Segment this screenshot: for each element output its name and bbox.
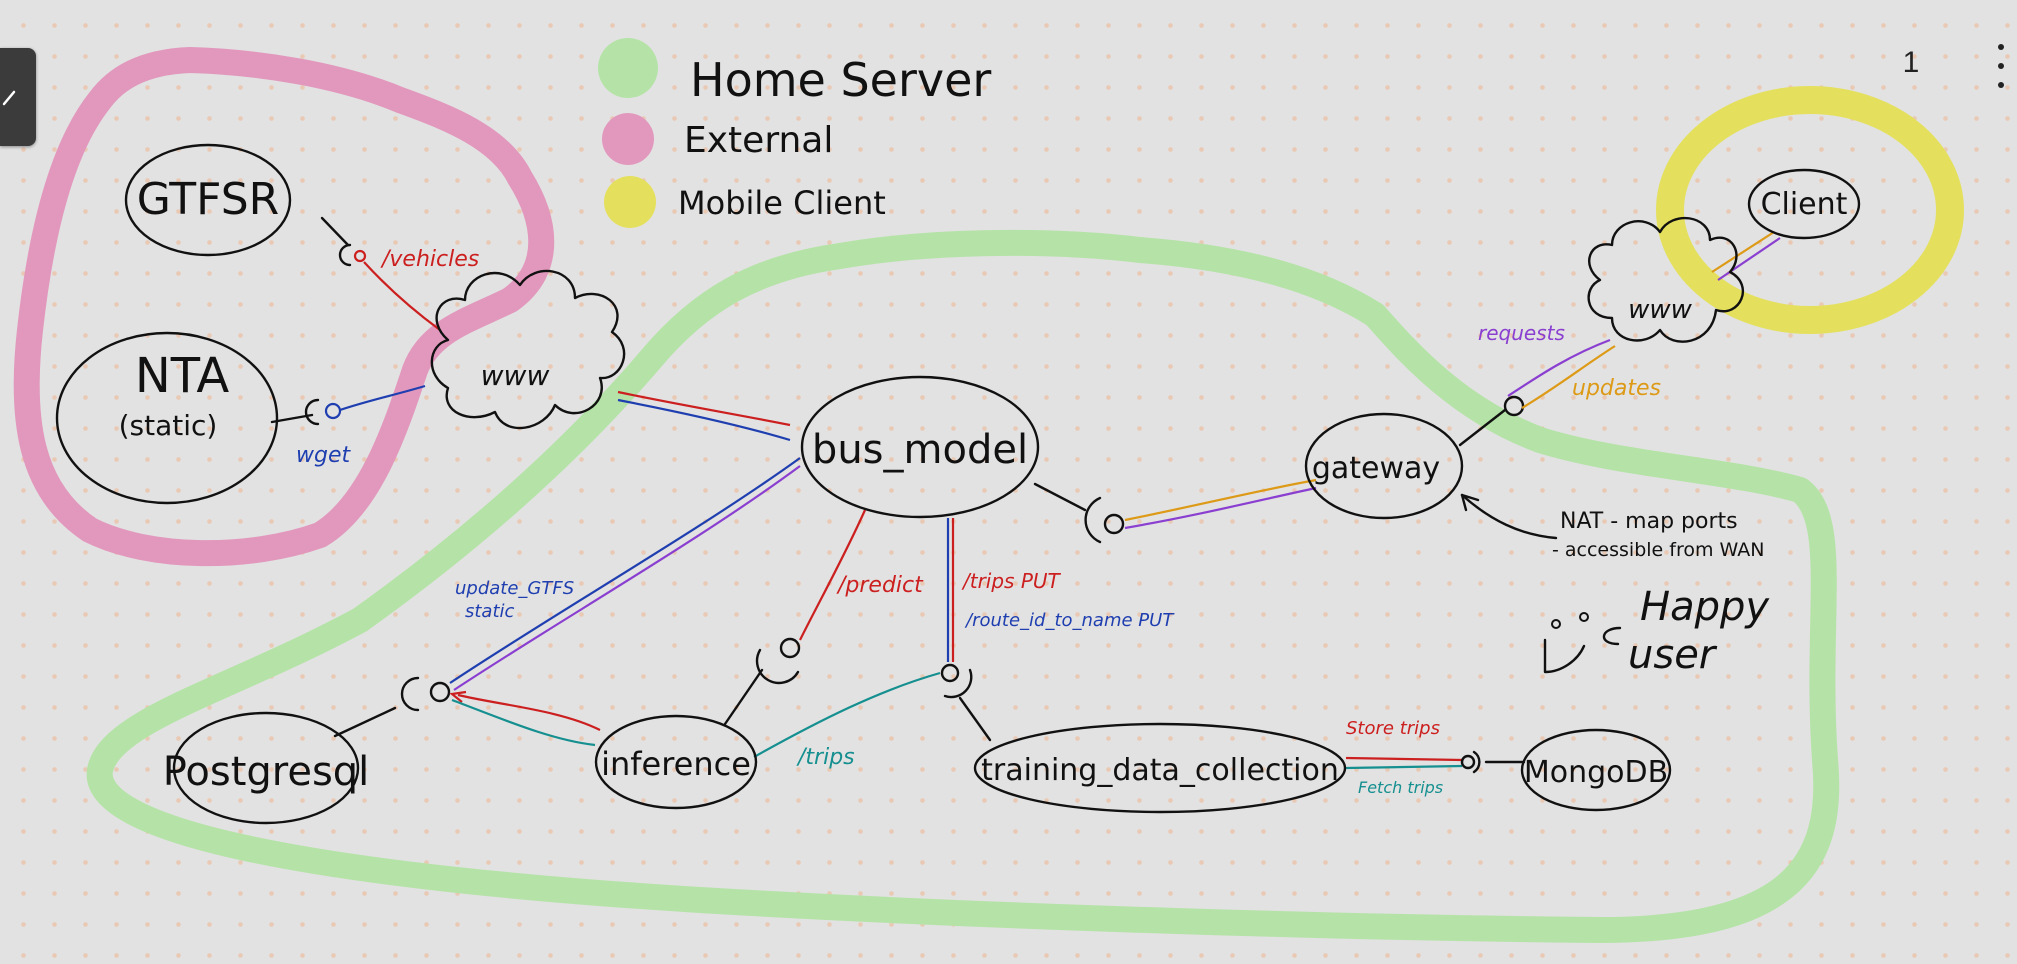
www-client-cloud bbox=[1587, 216, 1744, 343]
vehicles-label: /vehicles bbox=[380, 247, 479, 272]
gateway-port bbox=[1503, 395, 1525, 417]
training-port bbox=[940, 663, 960, 683]
happy-face-icon bbox=[1543, 612, 1622, 674]
postgres-port bbox=[429, 681, 451, 703]
fetch-trips-link bbox=[1345, 764, 1463, 770]
www-client-label: www bbox=[1628, 295, 1693, 325]
nta-socket-stem bbox=[270, 413, 314, 424]
update-gtfs-blue-link bbox=[449, 457, 801, 684]
gateway-node bbox=[1304, 412, 1464, 520]
happy-user-label-line2: user bbox=[1628, 632, 1718, 678]
gateway-bus-purple-link bbox=[1124, 486, 1317, 530]
predict-label: /predict bbox=[836, 573, 924, 598]
update-gtfs-label-line2: static bbox=[465, 601, 515, 622]
nat-label-line1: NAT - map ports bbox=[1560, 509, 1738, 534]
updates-link bbox=[1521, 345, 1616, 409]
postgres-socket-cup bbox=[400, 676, 420, 712]
inference-trips-link bbox=[753, 671, 941, 758]
inference-node bbox=[594, 714, 758, 810]
nta-label-line1: NTA bbox=[135, 348, 230, 404]
training-socket-stem bbox=[958, 696, 992, 742]
gateway-socket-stem bbox=[1458, 408, 1507, 447]
vehicles-link bbox=[363, 261, 441, 331]
bus-socket-cup bbox=[1084, 496, 1102, 544]
mongodb-label: MongoDB bbox=[1524, 755, 1668, 790]
mongodb-node bbox=[1520, 728, 1672, 812]
trips-put-label: /trips PUT bbox=[961, 569, 1062, 593]
inference-postgres-red-link bbox=[457, 693, 601, 731]
update-gtfs-label-line1: update_GTFS bbox=[455, 578, 574, 599]
gtfsr-label: GTFSR bbox=[137, 174, 279, 225]
wget-label: wget bbox=[296, 443, 351, 468]
nta-label-line2: (static) bbox=[119, 409, 218, 442]
nta-node bbox=[55, 331, 279, 505]
gateway-bus-orange-link bbox=[1124, 478, 1317, 522]
store-trips-label: Store trips bbox=[1346, 718, 1440, 739]
postgresql-node bbox=[172, 711, 360, 825]
www-bus-red-link bbox=[617, 390, 791, 427]
update-gtfs-purple-link bbox=[453, 465, 801, 691]
home-server-legend-swatch bbox=[598, 38, 658, 98]
legend-mobile-client: Mobile Client bbox=[678, 184, 886, 222]
bus-model-label: bus_model bbox=[812, 427, 1028, 473]
page-number: 1 bbox=[1902, 46, 1920, 79]
requests-label: requests bbox=[1478, 321, 1565, 345]
nta-port bbox=[324, 402, 342, 420]
nta-socket-cup bbox=[304, 398, 320, 426]
inference-label: inference bbox=[601, 745, 751, 783]
gtfsr-port bbox=[353, 249, 367, 263]
training-label: training_data_collection bbox=[981, 753, 1339, 788]
requests-link bbox=[1507, 338, 1611, 397]
pen-tool-tab[interactable] bbox=[0, 48, 36, 146]
legend-home-server: Home Server bbox=[690, 53, 991, 107]
mobile-client-legend-swatch bbox=[604, 176, 656, 228]
external-region bbox=[13, 47, 555, 567]
predict-link bbox=[799, 509, 867, 641]
client-purple-link bbox=[1717, 237, 1781, 281]
gtfsr-node bbox=[124, 143, 292, 257]
client-label: Client bbox=[1761, 187, 1848, 222]
training-node bbox=[973, 722, 1347, 814]
route-put-label: /route_id_to_name PUT bbox=[964, 610, 1175, 631]
client-orange-link bbox=[1711, 231, 1775, 273]
mobile-client-region bbox=[1656, 86, 1964, 334]
gtfsr-socket-cup bbox=[338, 243, 352, 267]
client-node bbox=[1747, 168, 1861, 240]
happy-user-label-line1: Happy bbox=[1640, 584, 1770, 630]
wget-link bbox=[339, 384, 426, 412]
more-vert-icon[interactable] bbox=[1990, 40, 2012, 92]
inference-postgres-arrowhead bbox=[449, 690, 467, 703]
store-trips-link bbox=[1345, 756, 1463, 762]
training-socket-cup bbox=[943, 668, 973, 699]
postgres-socket-stem bbox=[333, 706, 397, 738]
mongodb-socket-cup bbox=[1472, 750, 1481, 774]
bus-socket-stem bbox=[1033, 482, 1087, 512]
gateway-label: gateway bbox=[1312, 451, 1440, 486]
inference-socket-cup bbox=[755, 648, 800, 685]
inference-socket-stem bbox=[723, 668, 764, 726]
www-external-cloud bbox=[430, 269, 626, 430]
bus-model-node bbox=[800, 375, 1040, 519]
nat-label-line2: - accessible from WAN bbox=[1552, 539, 1764, 561]
inference-port bbox=[779, 637, 801, 659]
postgresql-label: Postgresql bbox=[163, 749, 370, 795]
www-bus-blue-link bbox=[617, 398, 791, 442]
nat-arrow bbox=[1460, 493, 1558, 540]
updates-label: updates bbox=[1572, 376, 1661, 401]
home-server-region bbox=[86, 229, 1840, 943]
inference-postgres-teal-link bbox=[451, 698, 596, 747]
trips-label: /trips bbox=[796, 745, 855, 770]
legend-external: External bbox=[684, 120, 833, 161]
bus-gateway-port bbox=[1103, 513, 1125, 535]
fetch-trips-label: Fetch trips bbox=[1358, 778, 1443, 797]
mongodb-port bbox=[1460, 754, 1476, 770]
nat-arrowhead bbox=[1460, 493, 1480, 512]
gtfsr-socket-stem bbox=[320, 216, 350, 247]
www-external-label: www bbox=[481, 359, 550, 392]
pen-icon bbox=[2, 90, 16, 106]
external-legend-swatch bbox=[602, 113, 654, 165]
